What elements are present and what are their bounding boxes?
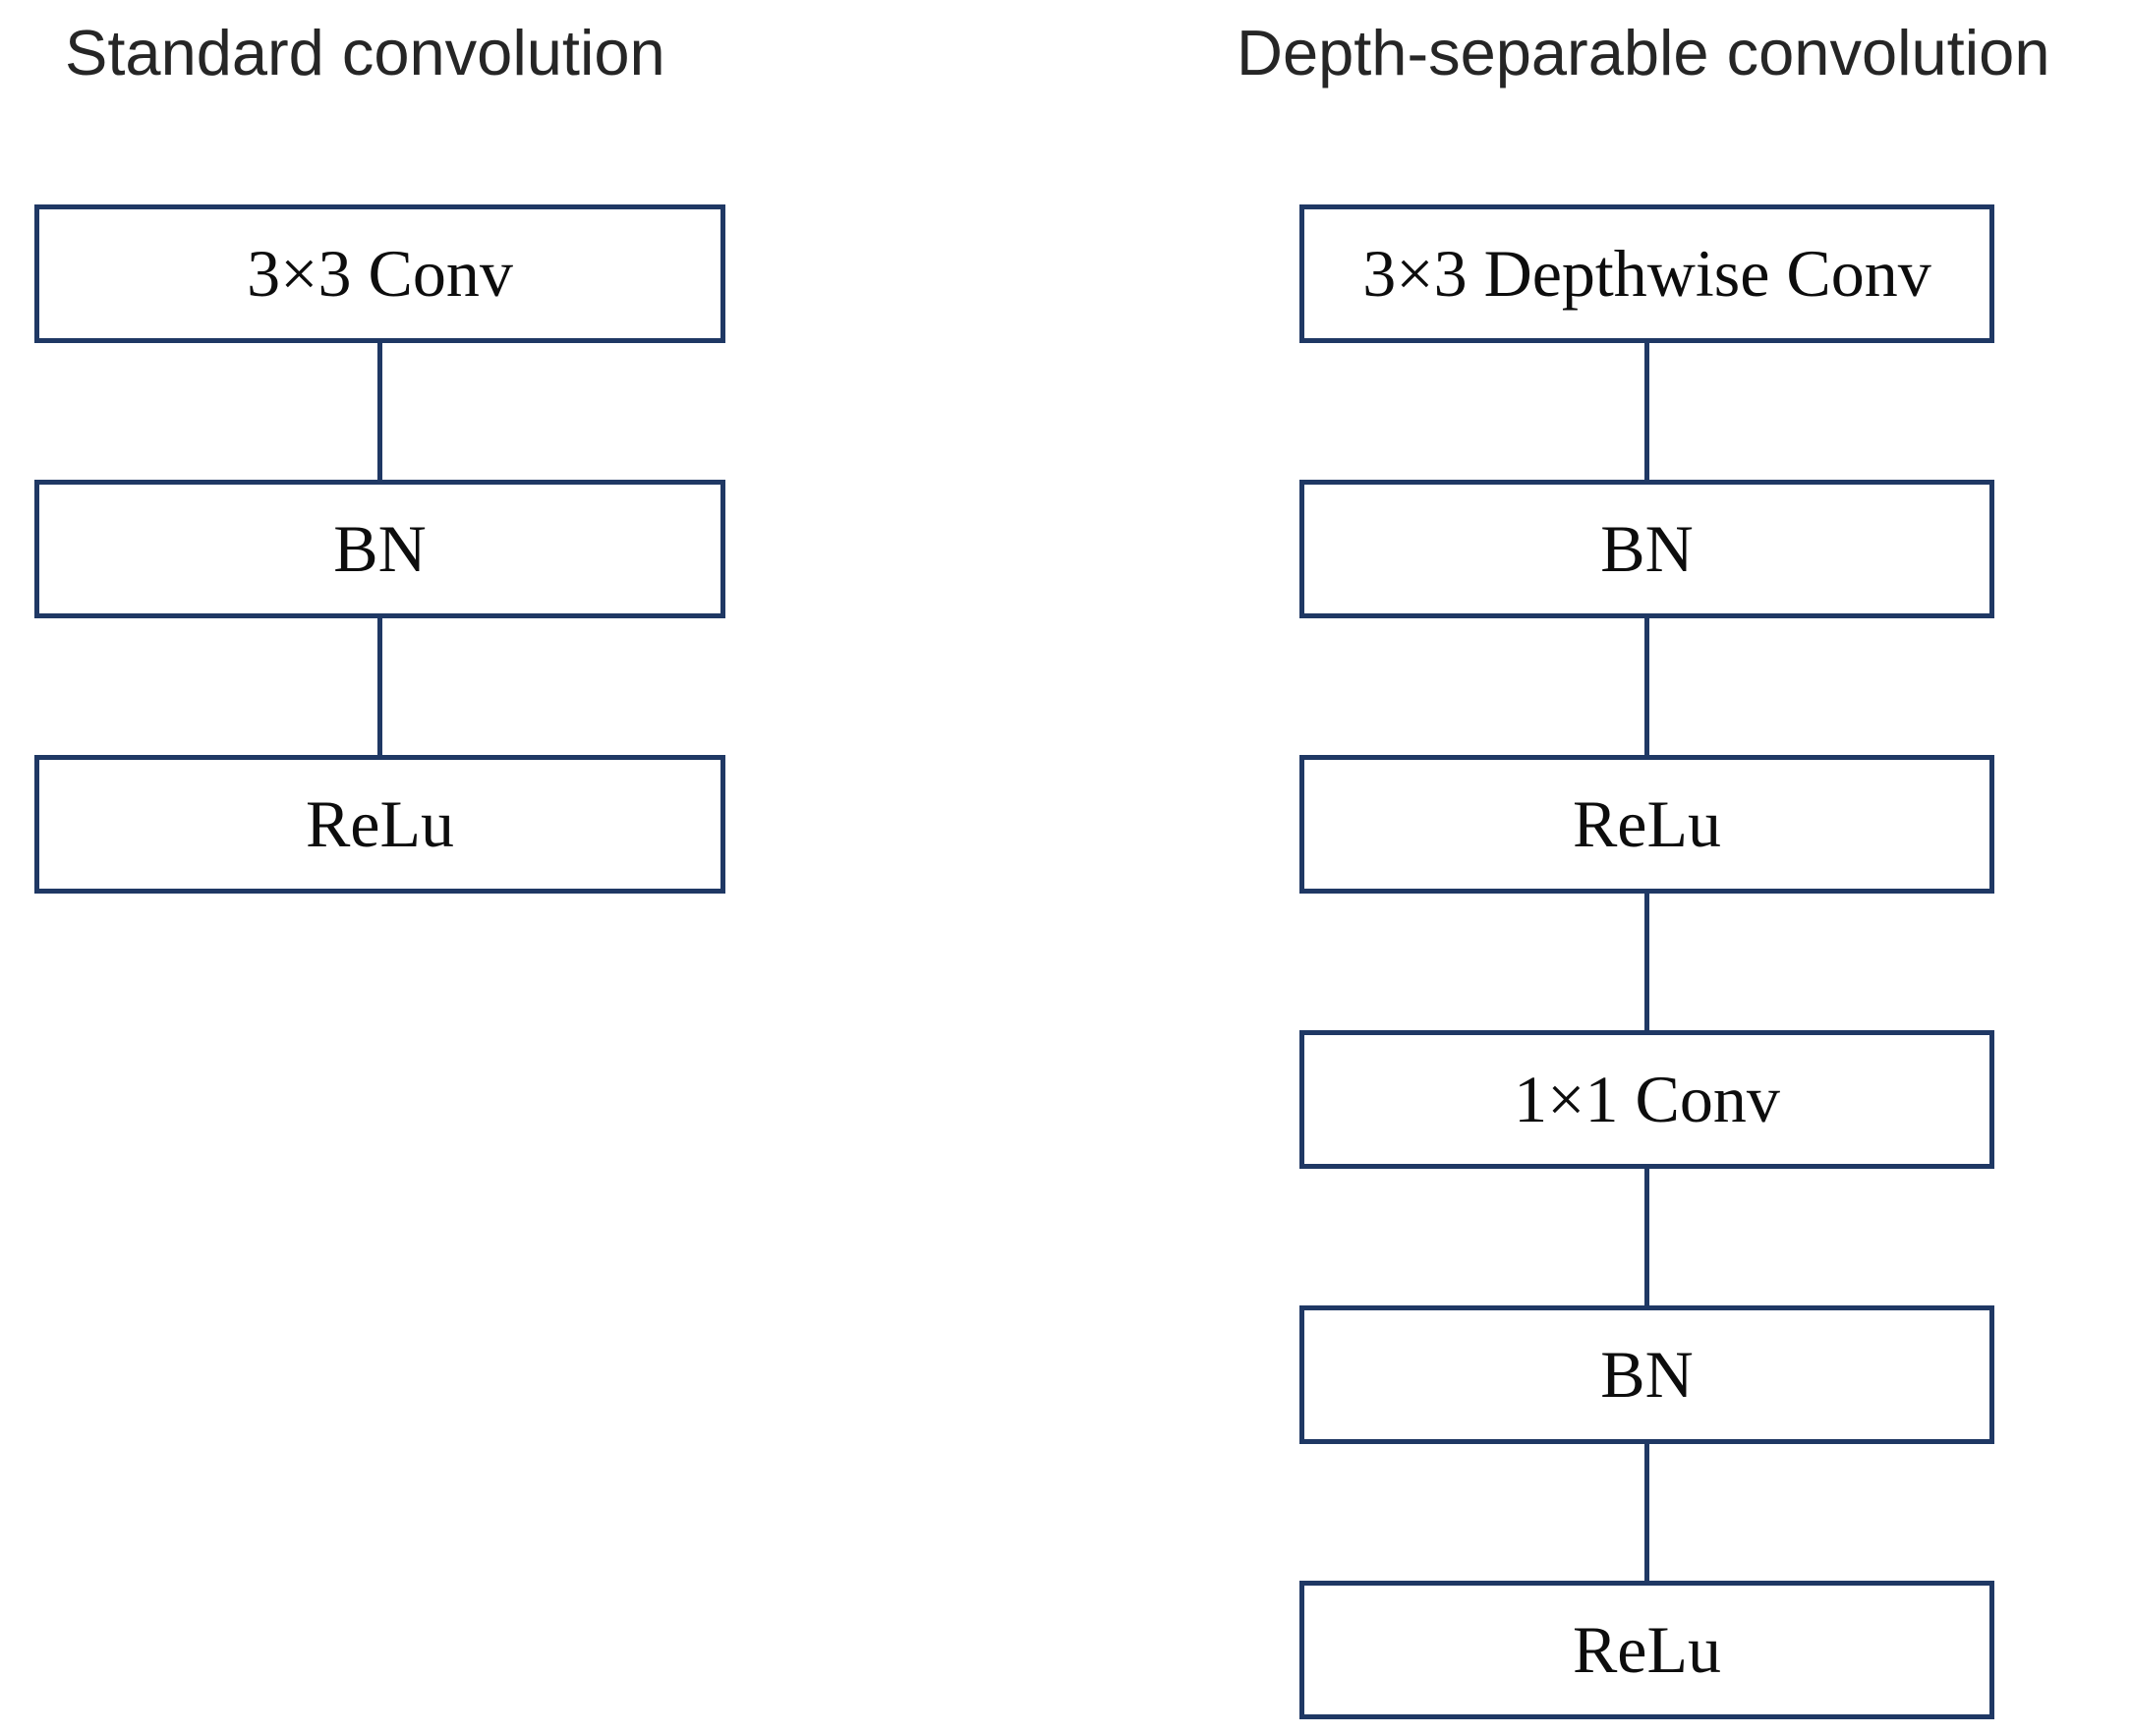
connector-line (1644, 1444, 1649, 1581)
connector-line (1644, 618, 1649, 755)
connector-line (1644, 343, 1649, 480)
connector-line (377, 343, 382, 480)
dw-bn1-box: BN (1299, 480, 1994, 618)
std-relu-box: ReLu (34, 755, 725, 894)
pw-bn2-box: BN (1299, 1305, 1994, 1444)
connector-line (1644, 894, 1649, 1030)
dw-conv-3x3-box: 3×3 Depthwise Conv (1299, 204, 1994, 343)
standard-convolution-title: Standard convolution (65, 17, 665, 88)
std-bn-box: BN (34, 480, 725, 618)
connector-line (1644, 1169, 1649, 1305)
pw-relu2-box: ReLu (1299, 1581, 1994, 1719)
dw-relu1-box: ReLu (1299, 755, 1994, 894)
pw-conv-1x1-box: 1×1 Conv (1299, 1030, 1994, 1169)
std-conv-3x3-box: 3×3 Conv (34, 204, 725, 343)
connector-line (377, 618, 382, 755)
depth-separable-convolution-title: Depth-separable convolution (1237, 17, 2050, 88)
